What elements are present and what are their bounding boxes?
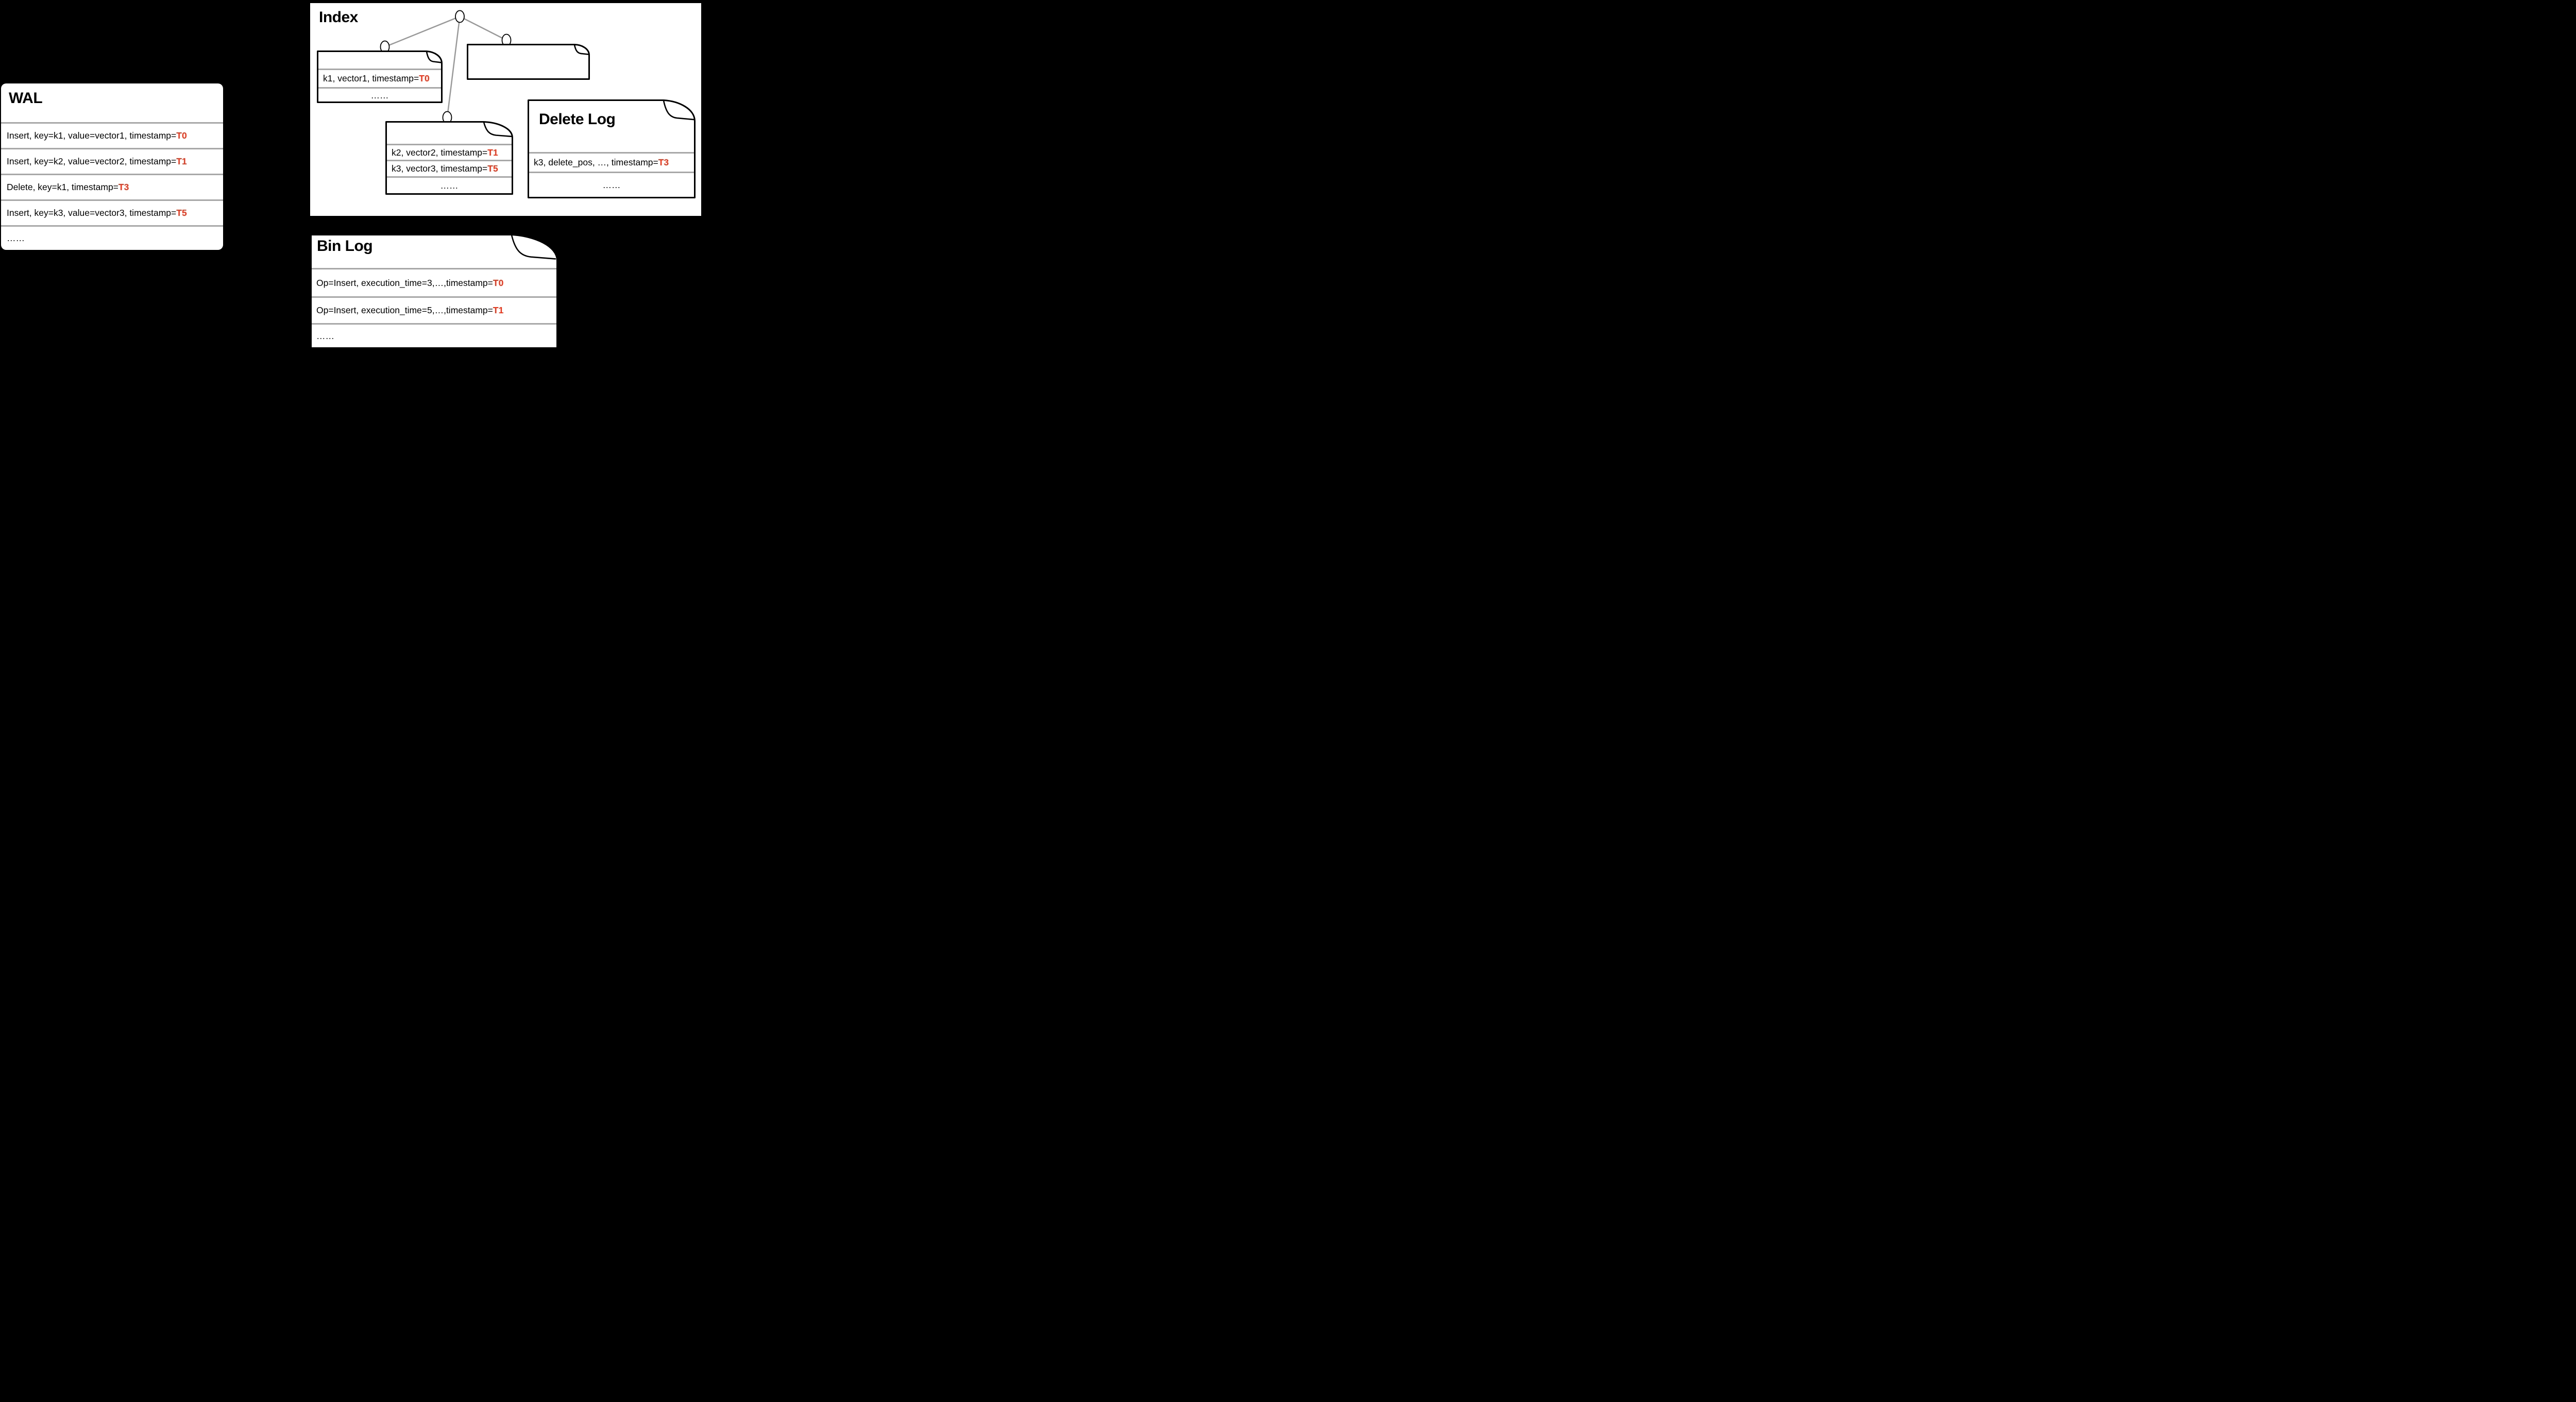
timestamp-value: T1 [487,147,498,158]
delete-log-title: Delete Log [539,111,616,128]
timestamp-value: T5 [176,208,187,218]
bin-log-row-text: …… [316,331,334,341]
bin-log-title: Bin Log [317,238,373,255]
timestamp-value: T0 [176,130,187,141]
timestamp-value: T5 [487,163,498,174]
timestamp-value: T3 [658,157,669,167]
document-outline [385,121,513,195]
document-rows: k2, vector2, timestamp=T1 k3, vector3, t… [387,122,512,194]
bin-log-row-1: Op=Insert, execution_time=3,…,timestamp=… [312,268,556,296]
segment-row-text: k3, vector3, timestamp= [392,163,488,174]
timestamp-value: T0 [493,277,504,288]
wal-row-insert-k3: Insert, key=k3, value=vector3, timestamp… [1,199,223,225]
document-rows: Delete Log k3, delete_pos, …, timestamp=… [529,100,694,197]
document-rows: k1, vector1, timestamp=T0 …… [318,52,441,102]
segment-row-k3: k3, vector3, timestamp=T5 [387,160,512,176]
bin-log-row-2: Op=Insert, execution_time=5,…,timestamp=… [312,296,556,323]
index-tree-graphic [380,10,512,124]
tree-edge-root-middle [446,16,461,118]
timestamp-value: T3 [118,182,129,192]
index-segment-right: …… [467,44,590,80]
timestamp-value: T0 [419,73,430,83]
folded-corner-icon [426,50,442,63]
segment-row-ellipsis: …… [318,87,441,102]
storage-architecture-diagram: WAL Insert, key=k1, value=vector1, times… [0,0,704,350]
index-title: Index [319,9,358,26]
index-panel: Index k1, vector1, timestamp=T0 …… [310,3,701,216]
delete-log-header: Delete Log [529,100,694,152]
delete-log-row-k3: k3, delete_pos, …, timestamp=T3 [529,152,694,172]
bin-log-document: Bin Log Op=Insert, execution_time=3,…,ti… [310,234,558,349]
document-outline [528,99,696,198]
wal-row-insert-k1: Insert, key=k1, value=vector1, timestamp… [1,122,223,148]
delete-log-row-text: …… [602,180,621,190]
document-shape [528,99,696,198]
index-segment-middle: k2, vector2, timestamp=T1 k3, vector3, t… [385,121,513,195]
wal-title: WAL [9,90,43,107]
segment-row-text: k1, vector1, timestamp= [323,73,419,83]
wal-row-insert-k2: Insert, key=k2, value=vector2, timestamp… [1,148,223,174]
document-shape [467,44,590,80]
segment-row-k1: k1, vector1, timestamp=T0 [318,69,441,87]
document-outline [317,50,443,103]
folded-corner-icon [663,99,695,121]
index-segment-left: k1, vector1, timestamp=T0 …… [317,50,443,103]
wal-row-text: Insert, key=k2, value=vector2, timestamp… [7,156,177,166]
wal-table: WAL Insert, key=k1, value=vector1, times… [1,83,223,250]
wal-row-text: Insert, key=k1, value=vector1, timestamp… [7,130,177,141]
document-shape [310,234,558,349]
folded-corner-icon [573,44,589,55]
document-header-blank [387,122,512,144]
bin-log-header: Bin Log [312,235,556,268]
wal-row-ellipsis: …… [1,225,223,250]
delete-log-document: Delete Log k3, delete_pos, …, timestamp=… [528,99,696,198]
document-outline [310,234,558,349]
bin-log-row-text: Op=Insert, execution_time=5,…,timestamp= [316,305,493,315]
document-header-blank [318,52,441,69]
wal-row-text: Insert, key=k3, value=vector3, timestamp… [7,208,177,218]
segment-row-ellipsis: …… [387,176,512,194]
folded-corner-icon [483,121,513,138]
document-rows: Bin Log Op=Insert, execution_time=3,…,ti… [312,235,556,348]
tree-edge-root-left [384,15,460,48]
document-shape [317,50,443,103]
delete-log-row-text: k3, delete_pos, …, timestamp= [534,157,658,167]
segment-row-text: k2, vector2, timestamp= [392,147,488,158]
bin-log-row-ellipsis: …… [312,323,556,348]
tree-node-root [455,10,465,23]
delete-log-row-ellipsis: …… [529,172,694,197]
tree-edge-root-right [459,15,507,41]
wal-row-text: Delete, key=k1, timestamp= [7,182,118,192]
timestamp-value: T1 [176,156,187,166]
segment-row-k2: k2, vector2, timestamp=T1 [387,144,512,160]
segment-row-text: …… [440,180,459,191]
document-outline [467,44,590,80]
bin-log-row-text: Op=Insert, execution_time=3,…,timestamp= [316,277,493,288]
timestamp-value: T1 [493,305,504,315]
wal-row-text: …… [7,233,25,243]
folded-corner-icon [511,234,556,260]
segment-row-text: …… [370,90,389,100]
document-shape [385,121,513,195]
wal-row-delete-k1: Delete, key=k1, timestamp=T3 [1,174,223,199]
